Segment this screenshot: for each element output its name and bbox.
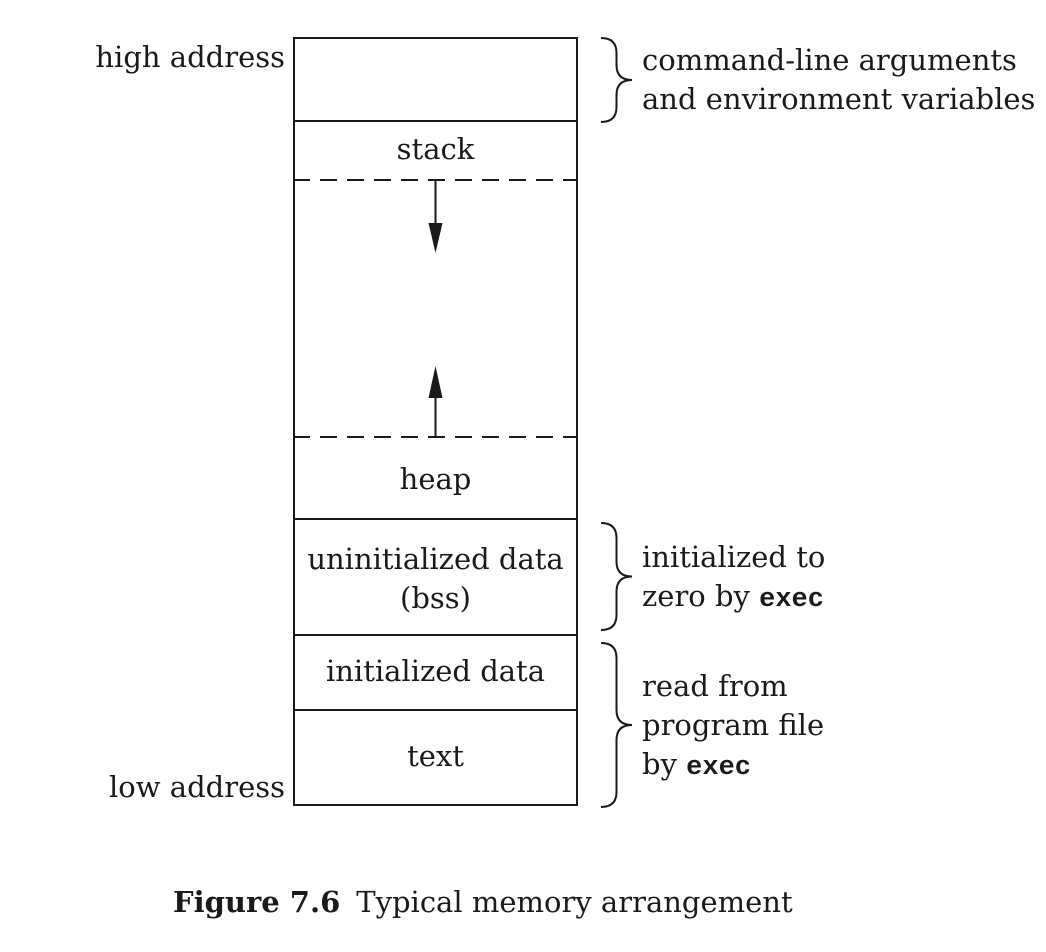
separator-bss-initdata	[293, 634, 578, 636]
bss-annotation-line1: initialized to	[642, 540, 826, 574]
program-file-annotation-exec-code: exec	[686, 753, 751, 783]
separator-stack-growth-dashed	[293, 179, 578, 181]
bss-annotation-line2-prefix: zero by	[642, 579, 760, 613]
bss-segment-label-line1: uninitialized data	[307, 542, 564, 576]
bss-annotation: initialized to zero by exec	[642, 538, 825, 620]
program-file-annotation-line1: read from	[642, 669, 788, 703]
high-address-label: high address	[95, 40, 285, 74]
program-file-annotation: read from program file by exec	[642, 667, 824, 788]
figure-caption: Figure 7.6 Typical memory arrangement	[173, 883, 793, 922]
separator-initdata-text	[293, 709, 578, 711]
cmdline-annotation: command-line arguments and environment v…	[642, 41, 1035, 119]
bss-annotation-line2: zero by exec	[642, 577, 825, 620]
initialized-data-segment-label: initialized data	[325, 654, 545, 688]
program-file-annotation-line3-prefix: by	[642, 747, 687, 781]
low-address-label: low address	[109, 770, 285, 804]
stack-segment-label: stack	[396, 132, 475, 166]
figure-caption-number: Figure 7.6	[173, 885, 341, 919]
bss-segment-label-line2: (bss)	[400, 581, 471, 615]
figure-caption-title: Typical memory arrangement	[356, 885, 793, 919]
bss-annotation-exec-code: exec	[759, 585, 824, 615]
cmdline-annotation-line2: and environment variables	[642, 82, 1036, 116]
separator-growth-heap-dashed	[293, 436, 578, 438]
bss-brace-icon	[600, 522, 633, 631]
separator-cmdline-stack	[293, 120, 578, 122]
program-file-brace-icon	[600, 642, 633, 808]
bss-segment-label: uninitialized data (bss)	[293, 540, 578, 618]
program-file-annotation-line3: by exec	[642, 745, 824, 788]
heap-segment-label: heap	[399, 462, 472, 496]
cmdline-annotation-line1: command-line arguments	[642, 43, 1017, 77]
separator-heap-bss	[293, 518, 578, 520]
program-file-annotation-line2: program file	[642, 708, 825, 742]
cmdline-brace-icon	[600, 37, 633, 123]
text-segment-label: text	[407, 739, 464, 773]
